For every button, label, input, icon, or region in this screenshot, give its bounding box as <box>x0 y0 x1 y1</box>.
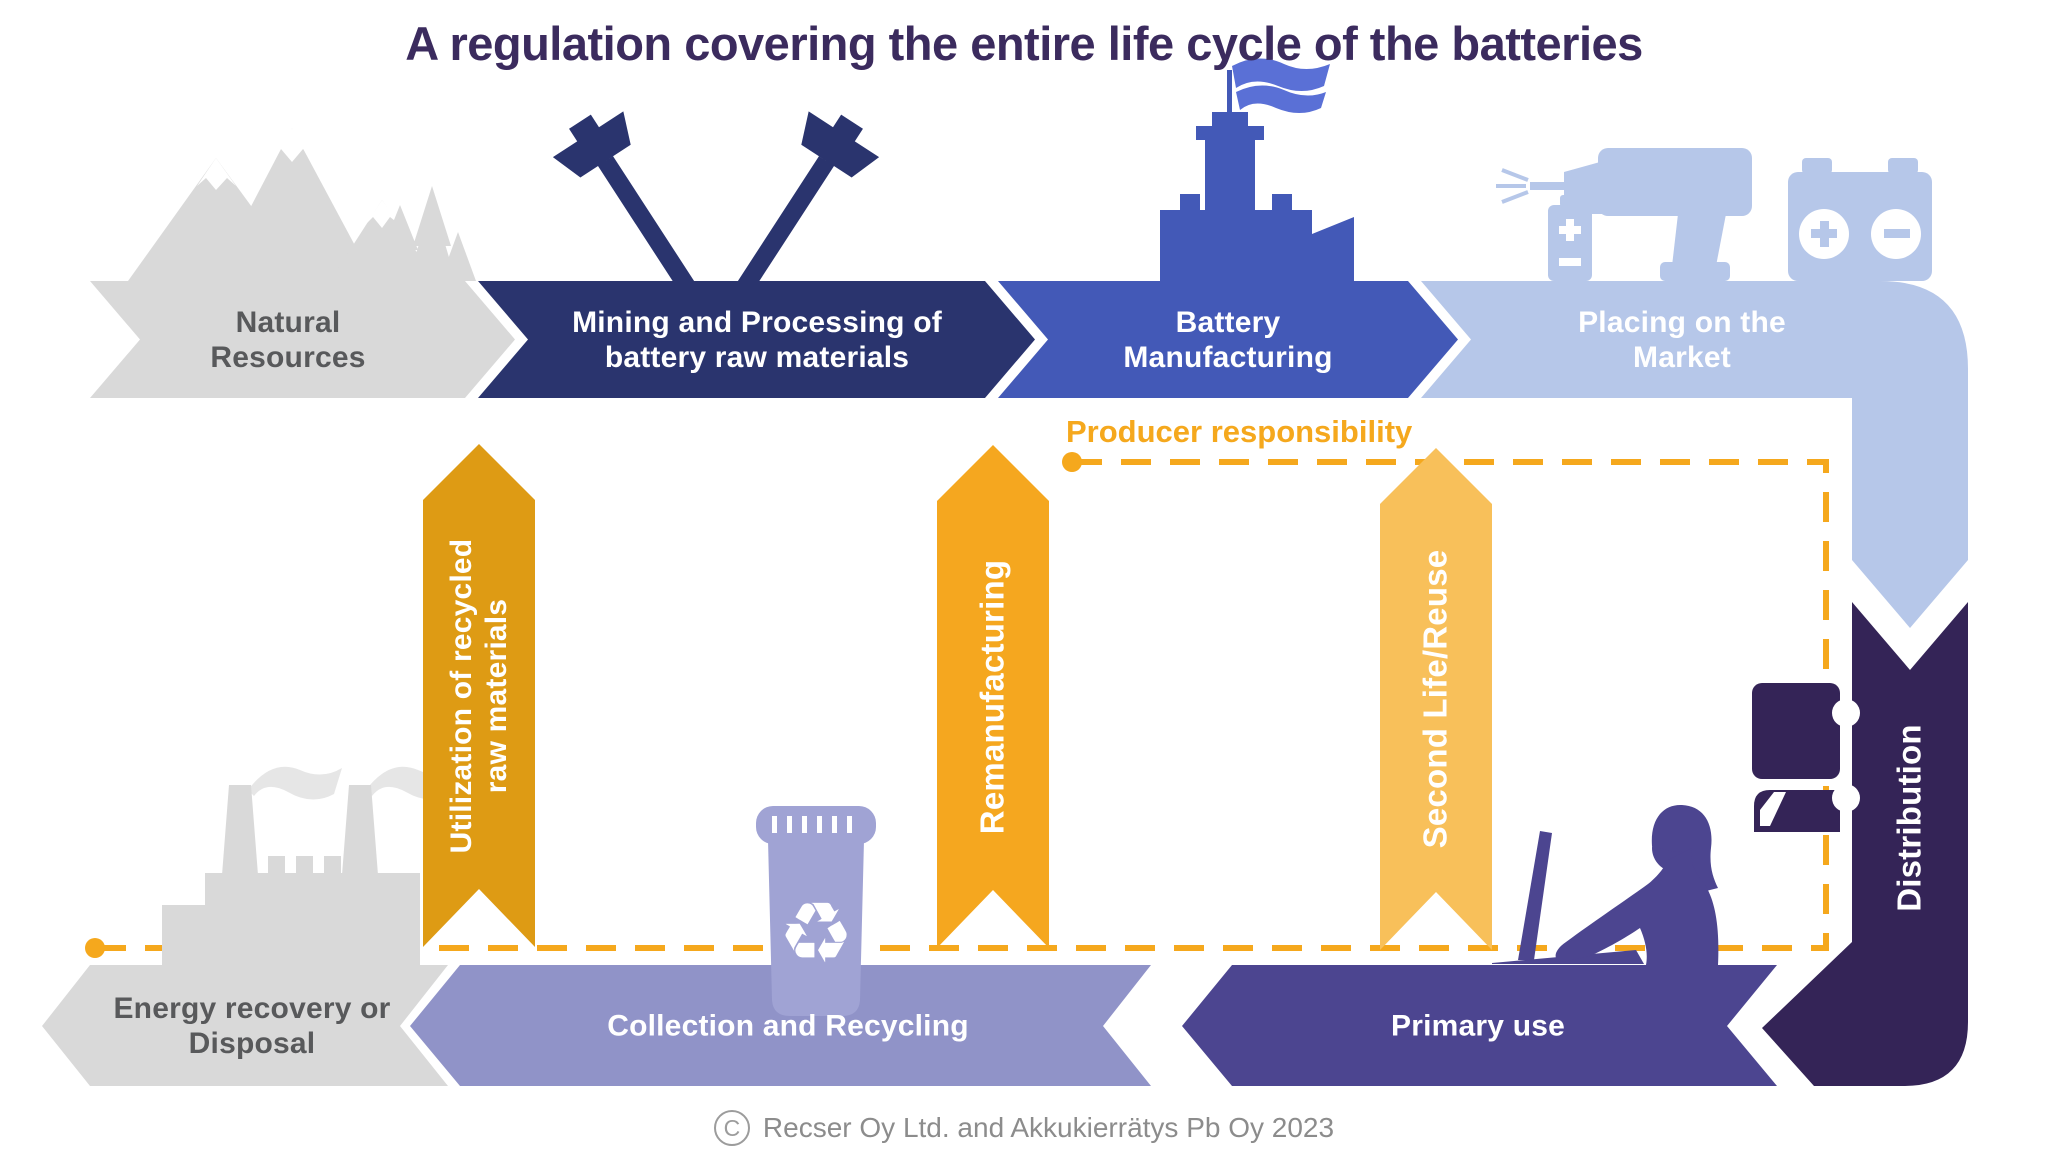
laptop-screen <box>1518 831 1552 960</box>
lid-tick <box>802 816 807 833</box>
battery-terminal <box>1888 158 1918 174</box>
plant-building <box>162 873 420 965</box>
battery-products-icons <box>1496 148 1932 281</box>
lid-tick <box>772 816 777 833</box>
page-title: A regulation covering the entire life cy… <box>405 17 1643 70</box>
truck-wheel <box>1832 784 1860 812</box>
dashed-line-start-dot <box>1062 452 1082 472</box>
banner-placing-on-market <box>1421 281 1968 628</box>
lid-tick <box>832 816 837 833</box>
person-body <box>1555 848 1719 965</box>
label-distribution: Distribution <box>1890 724 1928 912</box>
minus-mark <box>1884 229 1910 238</box>
bin-body <box>768 840 864 1016</box>
recycle-symbol-icon: ♻ <box>778 884 853 982</box>
snow-cap <box>271 128 314 162</box>
label-primary-use: Primary use <box>1391 1009 1565 1043</box>
label-utilization: Utilization of recycled raw materials <box>444 538 513 854</box>
banner-distribution <box>1762 602 1968 1086</box>
ribbon-utilization <box>423 444 535 947</box>
roof-merlon <box>324 856 341 873</box>
banner-energy-recovery <box>42 965 448 1086</box>
ribbon-remanufacturing <box>937 445 1049 948</box>
bin-lid <box>756 806 876 844</box>
label-natural-resources: Natural Resources <box>210 305 366 374</box>
incineration-plant-icon <box>162 766 460 965</box>
chimney <box>342 785 378 875</box>
ribbon-second-life <box>1380 448 1492 950</box>
plus-mark <box>1811 229 1837 238</box>
chimney <box>222 785 258 875</box>
mountains-trees-icon <box>128 128 476 281</box>
copyright-icon: C <box>713 1110 750 1146</box>
banner-mining-processing <box>478 281 1035 398</box>
flag-pole <box>1227 70 1232 128</box>
label-energy-recovery: Energy recovery or Disposal <box>113 991 391 1060</box>
lid-tick <box>787 816 792 833</box>
lid-tick <box>817 816 822 833</box>
roof-merlon <box>296 856 313 873</box>
factory-flag-icon <box>1160 58 1354 281</box>
fir-tree-icon <box>378 205 422 281</box>
factory-building <box>1160 112 1354 281</box>
label-second-life: Second Life/Reuse <box>1416 549 1454 849</box>
snow-cap <box>366 200 399 228</box>
smoke-plume <box>248 766 342 800</box>
lid-tick <box>847 816 852 833</box>
drill-bit <box>1530 182 1564 190</box>
roof-merlon <box>268 856 285 873</box>
delivery-truck-icon <box>1752 683 1860 832</box>
drill-handle <box>1672 214 1726 266</box>
drill-body <box>1598 148 1752 216</box>
aa-battery-icon <box>1548 205 1592 281</box>
banner-battery-manufacturing <box>998 281 1458 398</box>
label-battery-manufacturing: Battery Manufacturing <box>1123 305 1333 374</box>
car-battery-icon <box>1788 158 1932 281</box>
truck-wheel <box>1832 699 1860 727</box>
truck-window <box>1760 792 1786 826</box>
minus-mark <box>1559 258 1581 266</box>
drill-battery-pack <box>1660 262 1730 281</box>
banner-collection-recycling <box>410 965 1151 1086</box>
label-mining-processing: Mining and Processing of battery raw mat… <box>572 305 942 374</box>
mountain-peak <box>212 128 374 281</box>
plus-mark <box>1559 226 1581 234</box>
drill-spray-lines <box>1496 168 1529 204</box>
banner-natural-resources <box>90 281 515 398</box>
person-hair <box>1651 804 1718 892</box>
label-producer-responsibility: Producer responsibility <box>1066 414 1413 449</box>
drill-icon <box>1496 148 1752 281</box>
fir-tree-icon <box>440 232 476 281</box>
label-placing-on-market: Placing on the Market <box>1578 305 1786 374</box>
fir-tree-icon <box>408 186 456 281</box>
footer-credit-text: Recser Oy Ltd. and Akkukierrätys Pb Oy 2… <box>762 1112 1335 1143</box>
recycling-bin-icon: ♻ <box>756 806 876 1016</box>
battery-terminal <box>1802 158 1832 174</box>
truck-cargo-box <box>1752 683 1840 779</box>
label-remanufacturing: Remanufacturing <box>973 559 1011 835</box>
snow-cap <box>197 158 236 190</box>
label-collection-recycling: Collection and Recycling <box>607 1009 969 1043</box>
footer-credit: C Recser Oy Ltd. and Akkukierrätys Pb Oy… <box>0 1110 2048 1146</box>
waving-flag-icon <box>1232 58 1330 113</box>
banner-primary-use <box>1182 965 1777 1086</box>
person-laptop-icon <box>1492 804 1719 965</box>
dashed-line-end-dot <box>85 938 105 958</box>
